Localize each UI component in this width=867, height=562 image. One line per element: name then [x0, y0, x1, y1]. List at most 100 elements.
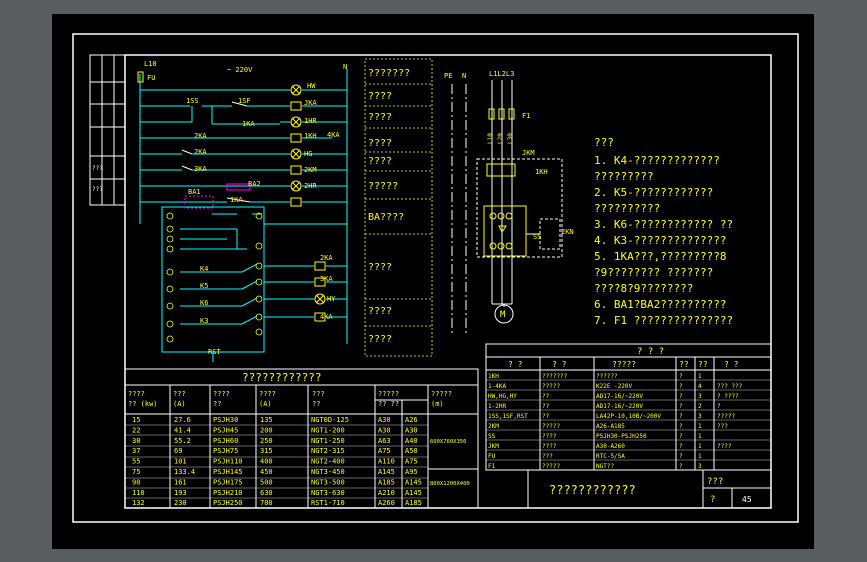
- label-l20: L20: [497, 133, 504, 144]
- note-line-6: 4. K3-??????????????: [594, 234, 726, 247]
- selection-cell: 161: [174, 478, 187, 486]
- selection-cell: PSJH210: [213, 489, 243, 497]
- device-table-title: ? ? ?: [637, 347, 664, 357]
- label-4ka-right: 4KA: [320, 313, 333, 321]
- device-cell: 2KM: [488, 423, 499, 430]
- device-cell: ??: [542, 393, 550, 400]
- device-cell: 1: [698, 423, 702, 430]
- selection-header-2: (A): [173, 400, 186, 408]
- selection-cell: PSJH145: [213, 468, 243, 476]
- selection-cell: NGT0D-125: [311, 416, 349, 424]
- label-3ka: 3KA: [194, 165, 207, 173]
- selection-cell: RST1-710: [311, 499, 345, 507]
- device-table: ? ? ? ? ?? ??????????? ? 1KH????????????…: [485, 343, 772, 471]
- mid-label-8: ????: [368, 262, 392, 273]
- selection-cell: PSJH175: [213, 478, 243, 486]
- label-rst: RST: [208, 348, 221, 356]
- svg-text:???: ???: [92, 186, 103, 193]
- selection-header-6: ?? ??: [378, 400, 399, 408]
- mid-label-6: ?????: [368, 181, 398, 192]
- mid-label-7: BA????: [368, 212, 404, 223]
- label-l10: L10: [144, 60, 157, 68]
- selection-header-7: ?????: [431, 390, 452, 398]
- device-cell: LA42P-10,10B/~200V: [596, 413, 661, 420]
- device-cell: JKM: [488, 443, 499, 450]
- selection-cell: 315: [260, 447, 273, 455]
- label-1kh: 1KH: [304, 132, 317, 140]
- selection-cell: A145: [405, 478, 422, 486]
- label-2kn: 2KN: [561, 228, 574, 236]
- device-cell: ?????: [542, 423, 560, 430]
- selection-header-3: ????: [213, 390, 230, 398]
- selection-cell: 55.2: [174, 437, 191, 445]
- svg-text:???: ???: [92, 165, 103, 172]
- label-3ka-right: 3KA: [320, 275, 333, 283]
- selection-cell: A26: [405, 416, 418, 424]
- selection-cell: 400: [260, 458, 273, 466]
- device-cell: RTC-5/5A: [596, 453, 625, 460]
- selection-cell: A185: [378, 478, 395, 486]
- selection-header-3: ??: [213, 400, 221, 408]
- mid-label-5: ????: [368, 156, 392, 167]
- selection-cell: PSJH60: [213, 437, 238, 445]
- label-ba1: BA1: [188, 188, 201, 196]
- device-cell: ?: [679, 433, 683, 440]
- selection-table: ???????????? ?????? (kw)???(A)??????????…: [124, 368, 479, 509]
- selection-cell: A30: [378, 416, 391, 424]
- device-cell: 1-2HR: [488, 403, 506, 410]
- device-cell: 3: [698, 413, 702, 420]
- device-header-1: ? ?: [508, 360, 523, 369]
- device-cell: K22E -220V: [596, 383, 633, 390]
- device-cell: ??????: [596, 373, 618, 380]
- selection-cell: 69: [174, 447, 182, 455]
- title-field-1: ???: [707, 477, 723, 487]
- selection-cell: 450: [260, 468, 273, 476]
- selection-cell: PSJH45: [213, 426, 238, 434]
- mid-label-1: ???????: [368, 68, 410, 79]
- label-n: N: [343, 63, 347, 71]
- selection-cell: A145: [405, 489, 422, 497]
- label-k3: K3: [200, 317, 208, 325]
- label-2ka-right: 2KA: [320, 254, 333, 262]
- device-cell: 2: [698, 403, 702, 410]
- control-schematic: L10 FU ~ 220V N HW 1SS 1SF 1KA JKA 1HR 1…: [137, 60, 348, 362]
- selection-header-4: ????: [259, 390, 276, 398]
- note-line-10: 6. BA1?BA2??????????: [594, 298, 726, 311]
- selection-cell: 630: [260, 489, 273, 497]
- device-cell: ????: [717, 443, 732, 450]
- device-cell: HW,HG,HY: [488, 393, 517, 400]
- device-cell: ?: [679, 373, 683, 380]
- device-cell: ?: [679, 423, 683, 430]
- selection-cell: A30: [405, 426, 418, 434]
- device-cell: ?: [679, 413, 683, 420]
- device-header-5: ??: [698, 360, 708, 369]
- cabinet-size-2: 800X1200X400: [430, 481, 470, 487]
- device-cell: 1-4KA: [488, 383, 506, 390]
- middle-column: ??????? ???? ???? ???? ???? ????? BA????…: [364, 58, 433, 357]
- device-cell: ??? ???: [717, 383, 743, 390]
- page-number: 45: [742, 495, 752, 504]
- device-cell: A26-A185: [596, 423, 625, 430]
- selection-cell: 700: [260, 499, 273, 507]
- label-1ka-b: 1KA: [230, 196, 243, 204]
- selection-cell: A110: [378, 458, 395, 466]
- selection-cell: A185: [405, 499, 422, 507]
- device-cell: AD17-16/~220V: [596, 403, 643, 410]
- label-k6: K6: [200, 299, 208, 307]
- device-cell: 1KH: [488, 373, 499, 380]
- label-power-n: N: [462, 72, 466, 80]
- device-cell: ?: [679, 403, 683, 410]
- label-hy: HY: [327, 295, 336, 303]
- device-cell: F1: [488, 463, 496, 470]
- selection-cell: 22: [132, 426, 140, 434]
- cabinet-size-1: 600X760X350: [430, 439, 466, 445]
- selection-cell: 230: [174, 499, 187, 507]
- schematic-drawing: ??????: [72, 33, 799, 523]
- device-cell: AD17-16/~220V: [596, 393, 643, 400]
- device-cell: ?: [717, 403, 721, 410]
- device-cell: ?????: [542, 383, 560, 390]
- selection-table-title: ????????????: [242, 371, 321, 384]
- selection-cell: 101: [174, 458, 187, 466]
- drawing-title: ????????????: [549, 483, 636, 497]
